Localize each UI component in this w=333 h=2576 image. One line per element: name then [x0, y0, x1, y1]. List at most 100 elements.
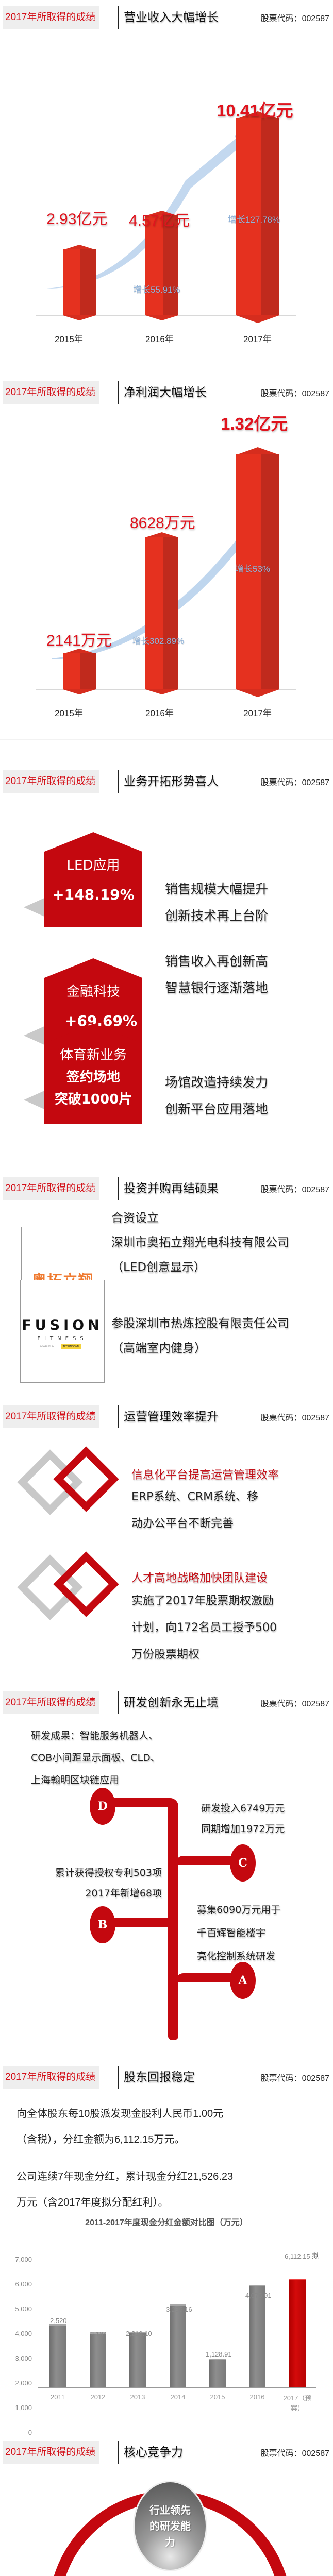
text-line: 研发投入6749万元: [201, 1803, 285, 1814]
stock-code: 股票代码：002587: [260, 1414, 329, 1422]
section-header-core: 2017年所取得的成绩 核心竞争力 股票代码：002587: [3, 2441, 330, 2464]
section-header-business: 2017年所取得的成绩 业务开拓形势喜人 股票代码：002587: [3, 770, 330, 793]
section-header-dividend: 2017年所取得的成绩 股东回报稳定 股票代码：002587: [3, 2066, 330, 2089]
text-line: 深圳市奥拓立翔光电科技有限公司: [111, 1236, 289, 1249]
value-label: 2141万元: [46, 632, 112, 649]
year-label: 2015年: [55, 334, 83, 344]
business-desc: 销售收入再创新高 智慧银行逐渐落地: [165, 948, 268, 1002]
business-card-led: LED应用 +148.19%: [24, 832, 142, 930]
diamond-icon-red: [53, 1446, 119, 1512]
value-label: 2.93亿元: [46, 211, 108, 228]
y-tick: 0: [28, 2429, 32, 2436]
text-line: 万份股票期权: [131, 1648, 200, 1661]
core-orb-rnd: 行业领先的研发能力: [133, 2481, 207, 2571]
technogym-badge: TECHNOGYM: [61, 1344, 81, 1349]
node-a: A: [230, 1962, 256, 1999]
section-header-rnd: 2017年所取得的成绩 研发创新永无止境 股票代码：002587: [3, 1691, 330, 1714]
dividend-paragraph-2: 公司连续7年现金分红，累计现金分红21,526.23 万元（含2017年度拟分配…: [16, 2164, 233, 2215]
section-title: 运营管理效率提升: [124, 1410, 219, 1423]
header-divider: [118, 2066, 119, 2089]
shadow-decoration: [24, 1091, 44, 1109]
stock-code: 股票代码：002587: [260, 14, 329, 23]
y-tick: 4,000: [15, 2330, 32, 2337]
bar-2011: [49, 2324, 66, 2387]
text-line: 研发成果：智能服务机器人、: [31, 1730, 159, 1741]
branch-d: [108, 1798, 178, 1807]
operations-text: ERP系统、CRM系统、移 动办公平台不断完善: [131, 1484, 258, 1537]
section-tag: 2017年所取得的成绩: [3, 2066, 100, 2089]
rnd-results: 研发成果：智能服务机器人、 COB小间距显示面板、CLD、 上海翰明区块链应用: [31, 1725, 160, 1791]
section-header-operations: 2017年所取得的成绩 运营管理效率提升 股票代码：002587: [3, 1405, 330, 1428]
section-tag: 2017年所取得的成绩: [3, 2441, 100, 2464]
text-line: 累计获得授权专利503项: [55, 1867, 162, 1878]
section-tag: 2017年所取得的成绩: [3, 1177, 100, 1200]
section-title: 研发创新永无止境: [124, 1696, 219, 1709]
business-card-sports: 体育新业务 签约场地 突破1000片: [24, 1024, 142, 1127]
bar-value: 2,210.10: [126, 2330, 152, 2337]
section-tag: 2017年所取得的成绩: [3, 1405, 100, 1428]
stock-code: 股票代码：002587: [260, 2074, 329, 2083]
bar-2017: [236, 447, 279, 697]
header-divider: [118, 1691, 119, 1714]
roof-shape: [44, 958, 142, 978]
x-label: 2015: [210, 2393, 225, 2401]
business-name: 体育新业务: [59, 1047, 127, 1063]
logo-fusion-fitness: FUSION FITNESS POWERED BY TECHNOGYM: [20, 1280, 105, 1383]
stock-code: 股票代码：002587: [260, 778, 329, 787]
proposed-marker: 拟: [312, 2252, 319, 2260]
value-label: 10.41亿元: [217, 101, 293, 120]
text-line: 公司连续7年现金分红，累计现金分红21,526.23: [16, 2171, 234, 2182]
branch-c: [175, 1856, 242, 1865]
section-header-profit: 2017年所取得的成绩 净利润大幅增长 股票代码：002587: [3, 381, 330, 404]
bar-2012: [90, 2332, 106, 2387]
desc-line: 场馆改造持续发力: [165, 1075, 269, 1090]
x-axis: [38, 2387, 316, 2388]
x-label: 2016: [249, 2393, 265, 2401]
text-line: 同期增加1972万元: [201, 1823, 285, 1835]
business-desc: 销售规模大幅提升 创新技术再上台阶: [165, 876, 268, 929]
text-line: 向全体股东每10股派发现金股利人民币1.00元: [16, 2108, 224, 2120]
bar-value: 1,128.91: [206, 2350, 232, 2358]
text-line: ERP系统、CRM系统、移: [131, 1490, 259, 1503]
company-logo-text: FUSION: [22, 1317, 103, 1333]
year-label: 2017年: [243, 334, 272, 344]
text-line: COB小间距显示面板、CLD、: [31, 1752, 160, 1764]
bar-value: 3,295.16: [166, 2306, 192, 2313]
header-divider: [118, 381, 119, 404]
business-desc: 场馆改造持续发力 创新平台应用落地: [165, 1069, 268, 1123]
business-stat: 突破1000片: [54, 1092, 132, 1107]
y-tick: 3,000: [15, 2354, 32, 2362]
bar-2015: [63, 245, 96, 320]
branch-b: [108, 1918, 178, 1927]
bar-2016: [145, 532, 178, 694]
section-header-revenue: 2017年所取得的成绩 营业收入大幅增长 股票代码：002587: [3, 6, 330, 29]
company-logo-subtext: FITNESS: [37, 1336, 88, 1342]
section-title: 净利润大幅增长: [124, 386, 207, 399]
section-tag: 2017年所取得的成绩: [3, 6, 100, 29]
text-line: 亮化控制系统研发: [197, 1951, 276, 1962]
node-c: C: [230, 1844, 256, 1882]
business-name: LED应用: [66, 858, 120, 873]
year-label: 2017年: [243, 708, 272, 718]
roof-shape: [44, 1024, 142, 1043]
bar-2013: [129, 2332, 146, 2387]
business-name: 金融科技: [66, 984, 120, 999]
text-line: （LED创意显示）: [111, 1261, 206, 1274]
header-divider: [118, 6, 119, 29]
text-line: 动办公平台不断完善: [131, 1517, 234, 1530]
y-tick: 5,000: [15, 2305, 32, 2313]
header-divider: [118, 770, 119, 793]
desc-line: 销售规模大幅提升: [165, 882, 269, 896]
chart-title: 2011-2017年度现金分红金额对比图（万元）: [85, 2218, 248, 2227]
stock-code: 股票代码：002587: [260, 389, 329, 398]
stock-code: 股票代码：002587: [260, 2449, 329, 2458]
section-header-investment: 2017年所取得的成绩 投资并购再结硕果 股票代码：002587: [3, 1177, 330, 1200]
y-tick: 6,000: [15, 2280, 32, 2288]
x-label: 2012: [90, 2393, 106, 2401]
rnd-fundraising: 募集6090万元用于 千百辉智能楼宇 亮化控制系统研发: [197, 1899, 280, 1968]
bar-2017: [236, 111, 279, 323]
section-tag: 2017年所取得的成绩: [3, 770, 100, 793]
profit-chart: 2141万元 8628万元 1.32亿元 增长302.89% 增长53% 201…: [0, 414, 333, 721]
investment-text: 参股深圳市热炼控股有限责任公司 （高端室内健身）: [111, 1311, 289, 1361]
shadow-decoration: [24, 898, 44, 917]
